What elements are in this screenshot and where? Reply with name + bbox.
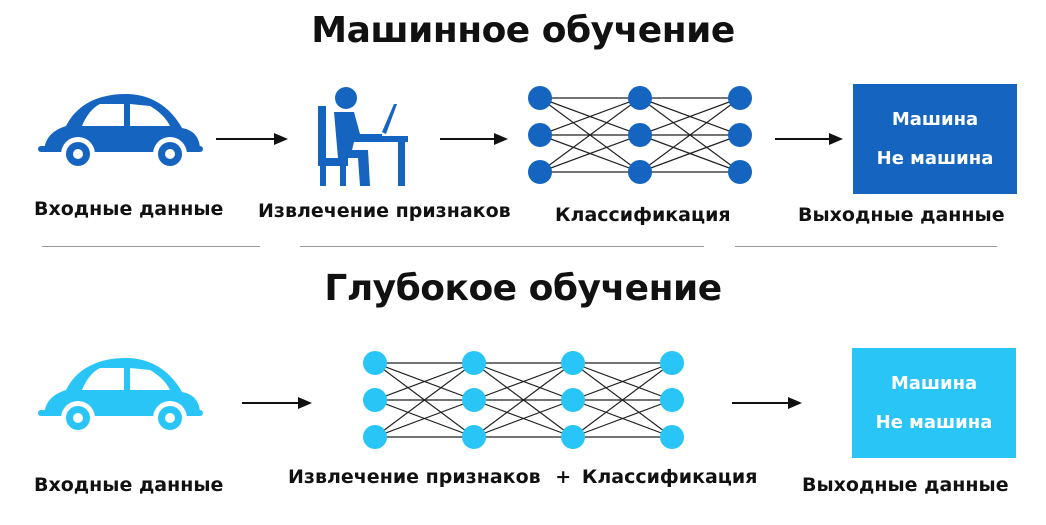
ml-classification-label: Классификация xyxy=(555,204,731,226)
network-connection xyxy=(374,362,475,438)
network-connection xyxy=(572,399,673,438)
network-node xyxy=(462,388,486,412)
dl-classification-text: Классификация xyxy=(581,466,758,488)
network-node xyxy=(660,425,684,449)
ml-output-no: Не машина xyxy=(876,148,994,169)
network-node xyxy=(528,160,552,184)
arrow-right-icon xyxy=(242,397,312,409)
ml-features-label: Извлечение признаков xyxy=(258,200,511,222)
dl-features-text: Извлечение признаков xyxy=(288,466,541,488)
ml-title: Машинное обучение xyxy=(311,10,735,51)
dl-plus-sign: + xyxy=(555,466,572,488)
dl-output-no: Не машина xyxy=(875,412,993,433)
network-node xyxy=(462,425,486,449)
network-node xyxy=(363,351,387,375)
dl-output-label: Выходные данные xyxy=(802,474,1009,496)
network-connection xyxy=(473,399,574,438)
ml-output-box: Машина Не машина xyxy=(853,84,1017,194)
network-connection xyxy=(473,362,574,401)
network-connection xyxy=(539,134,641,173)
network-node xyxy=(561,351,585,375)
network-connection xyxy=(639,97,741,173)
network-node xyxy=(728,123,752,147)
dl-input-label: Входные данные xyxy=(34,474,224,496)
network-connection xyxy=(473,362,574,438)
dl-combined-label: Извлечение признаков + Классификация xyxy=(288,466,757,488)
network-node xyxy=(728,160,752,184)
ml-output-yes: Машина xyxy=(891,109,979,130)
network-node xyxy=(561,425,585,449)
network-node xyxy=(728,86,752,110)
dl-output-yes: Машина xyxy=(890,373,978,394)
network-node xyxy=(660,388,684,412)
arrow-right-icon xyxy=(440,133,508,145)
network-node xyxy=(561,388,585,412)
network-node xyxy=(363,388,387,412)
network-connection xyxy=(639,97,741,136)
neural-network-icon xyxy=(528,86,752,184)
ml-output-label: Выходные данные xyxy=(798,204,1005,226)
ml-input-label: Входные данные xyxy=(34,198,224,220)
network-connection xyxy=(374,362,475,401)
dl-title: Глубокое обучение xyxy=(324,268,722,309)
divider xyxy=(42,246,260,247)
neural-network-icon xyxy=(363,351,684,449)
network-node xyxy=(363,425,387,449)
network-node xyxy=(628,160,652,184)
arrow-right-icon xyxy=(732,397,802,409)
network-connection xyxy=(572,362,673,438)
network-connection xyxy=(539,97,641,136)
network-node xyxy=(462,351,486,375)
network-node xyxy=(528,86,552,110)
car-icon xyxy=(38,358,203,435)
network-connection xyxy=(639,134,741,173)
network-node xyxy=(628,123,652,147)
network-node xyxy=(660,351,684,375)
arrow-right-icon xyxy=(775,133,843,145)
divider xyxy=(735,246,997,247)
network-node xyxy=(528,123,552,147)
divider xyxy=(300,246,704,247)
network-node xyxy=(628,86,652,110)
person-at-desk-icon xyxy=(318,87,408,186)
arrow-right-icon xyxy=(216,133,288,145)
dl-output-box: Машина Не машина xyxy=(852,348,1016,458)
network-connection xyxy=(539,97,641,173)
network-connection xyxy=(374,399,475,438)
network-connection xyxy=(572,362,673,401)
car-icon xyxy=(38,94,203,171)
